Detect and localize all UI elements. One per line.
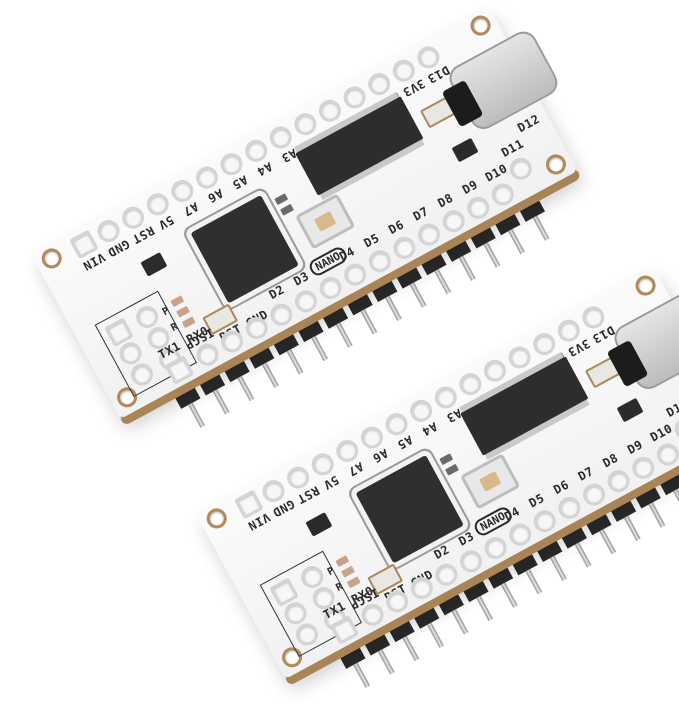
pin-label-d11: D11 [498,136,527,160]
mounting-hole [203,504,231,532]
regulator [305,512,333,537]
pin-label-a6: A6 [370,445,391,466]
pin-label-5v: 5V [156,212,177,233]
pin-label-d8: D8 [600,450,621,471]
pin-label-a7: A7 [345,459,366,479]
pin-label-d3: D3 [456,528,477,549]
usb-c-connector [441,26,563,134]
reset-button [295,193,356,250]
usb-c-connector [606,286,679,394]
pin-label-5v: 5V [321,472,342,493]
pin-label-a7: A7 [180,199,201,219]
pin-label-a4: A4 [254,159,275,179]
pin-label-d5: D5 [526,490,547,511]
pin-label-d11: D11 [663,396,679,420]
pin-label-d7: D7 [410,204,432,224]
pin-label-d5: D5 [361,230,382,251]
pin-label-d2: D2 [266,282,287,302]
pin-label-d6: D6 [386,217,407,238]
pin-label-d8: D8 [435,190,456,211]
mounting-hole [38,244,66,272]
mounting-hole [466,12,495,40]
pin-label-d10: D10 [647,421,675,445]
pin-label-d9: D9 [624,437,646,457]
regulator [140,252,168,277]
pin-label-d3: D3 [291,268,312,289]
pin-label-a4: A4 [419,419,440,439]
mounting-hole [631,272,660,300]
pin-label-a5: A5 [229,172,251,193]
pin-label-a6: A6 [205,185,226,206]
reset-button [460,453,521,510]
pin-label-d6: D6 [551,477,572,498]
pin-label-d10: D10 [482,161,510,185]
pin-label-d9: D9 [459,177,481,197]
pin-label-d12: D12 [515,111,543,136]
pin-label-a5: A5 [394,432,416,453]
pin-label-d7: D7 [575,464,597,484]
pin-label-d2: D2 [431,542,452,562]
mounting-hole [542,150,570,178]
